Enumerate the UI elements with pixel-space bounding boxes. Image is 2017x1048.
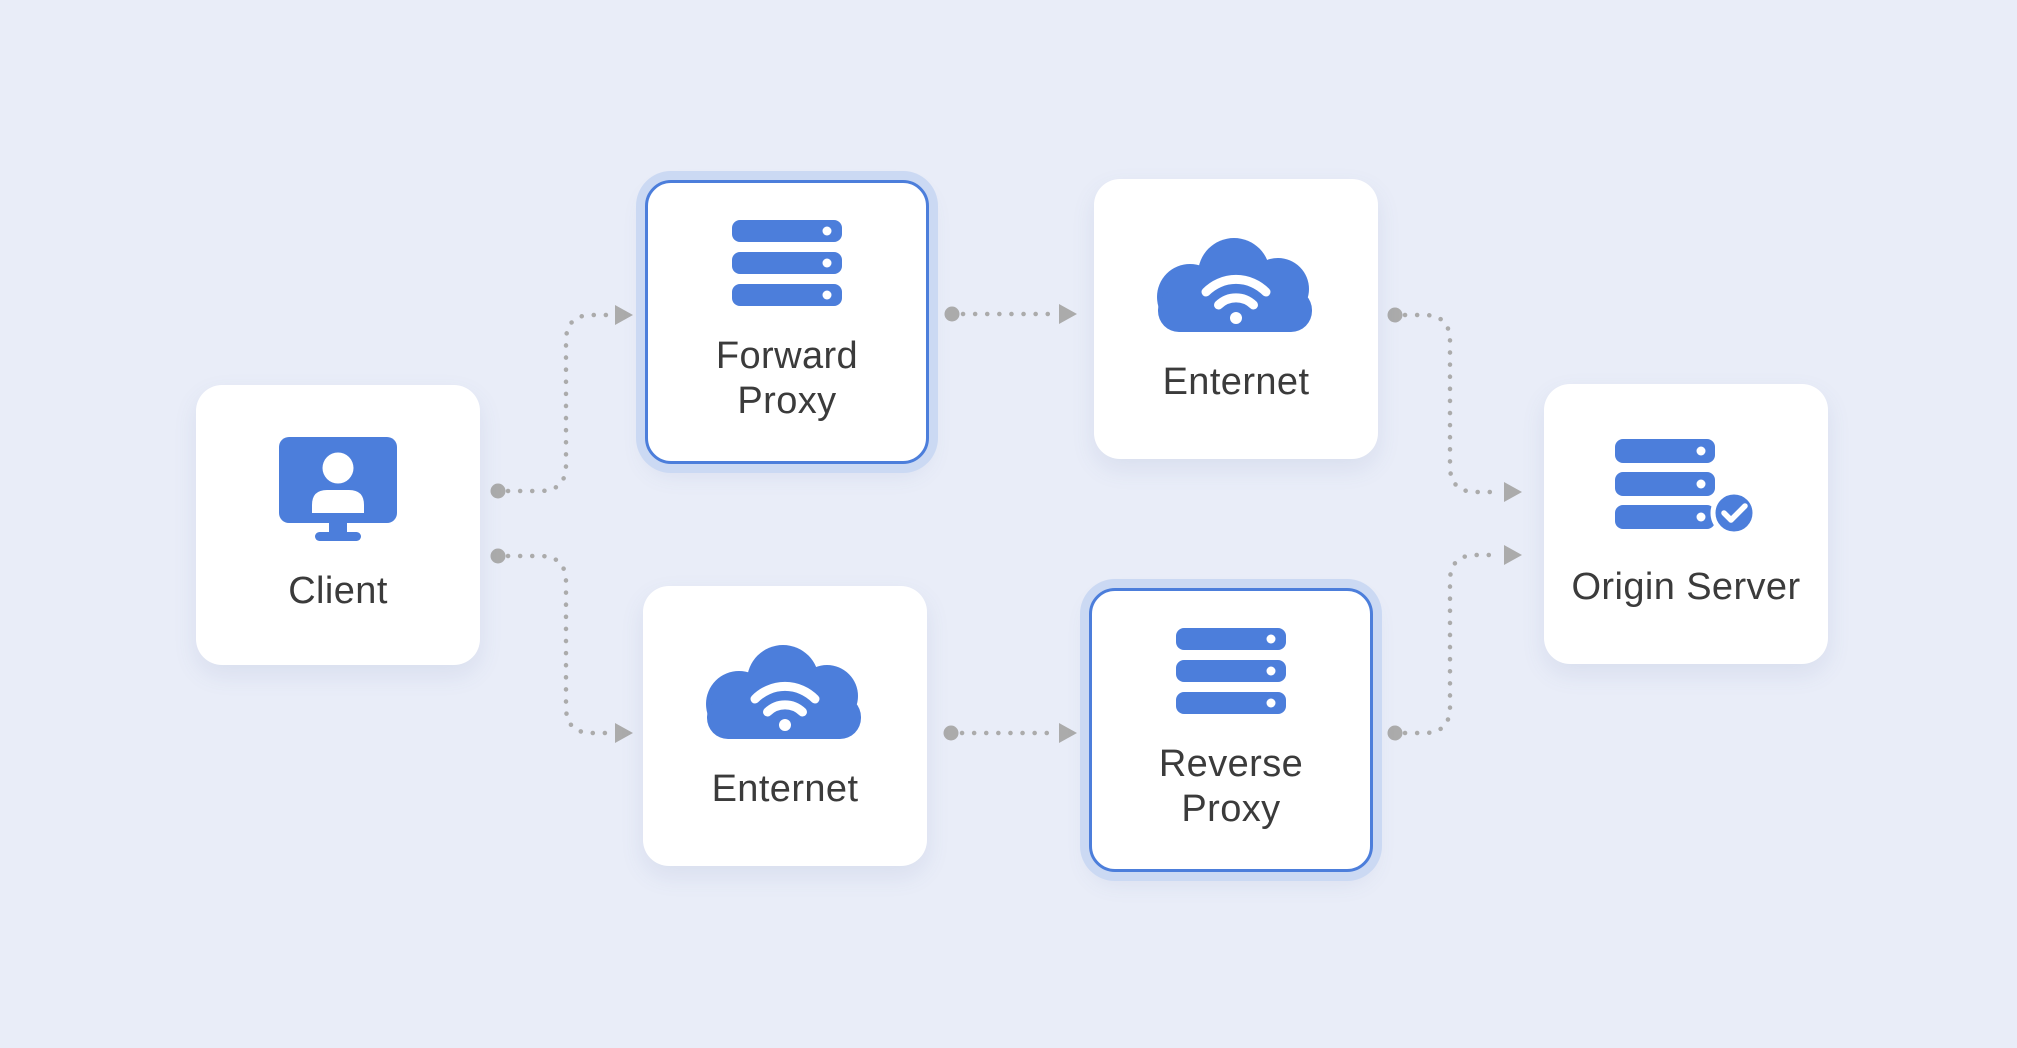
connector-reverse-proxy-to-origin-server	[1387, 545, 1522, 741]
server-stack-check-icon	[1615, 438, 1758, 537]
node-origin-server: Origin Server	[1544, 384, 1828, 664]
server-stack-icon	[732, 220, 842, 307]
connector-client-to-enternet-bottom	[490, 548, 633, 743]
node-label-origin-server: Origin Server	[1571, 565, 1801, 608]
node-enternet-top: Enternet	[1094, 179, 1378, 459]
node-enternet-bottom: Enternet	[643, 586, 927, 866]
server-stack-icon	[1176, 628, 1286, 715]
node-label-enternet-bottom: Enternet	[711, 767, 859, 810]
node-label-reverse-proxy: Reverse Proxy	[1158, 743, 1304, 830]
node-label-enternet-top: Enternet	[1162, 360, 1310, 403]
cloud-wifi-icon	[701, 641, 869, 739]
node-forward-proxy: Forward Proxy	[645, 180, 929, 464]
node-reverse-proxy: Reverse Proxy	[1089, 588, 1373, 872]
cloud-wifi-icon	[1152, 234, 1320, 332]
connector-client-to-forward-proxy	[490, 305, 633, 499]
connector-enternet-top-to-origin-server	[1387, 307, 1522, 502]
monitor-user-icon	[279, 436, 397, 541]
node-label-forward-proxy: Forward Proxy	[715, 335, 859, 422]
node-label-client: Client	[288, 569, 388, 612]
connector-forward-proxy-to-enternet-top	[944, 304, 1077, 324]
connector-enternet-bottom-to-reverse-proxy	[943, 723, 1077, 743]
node-client: Client	[196, 385, 480, 665]
